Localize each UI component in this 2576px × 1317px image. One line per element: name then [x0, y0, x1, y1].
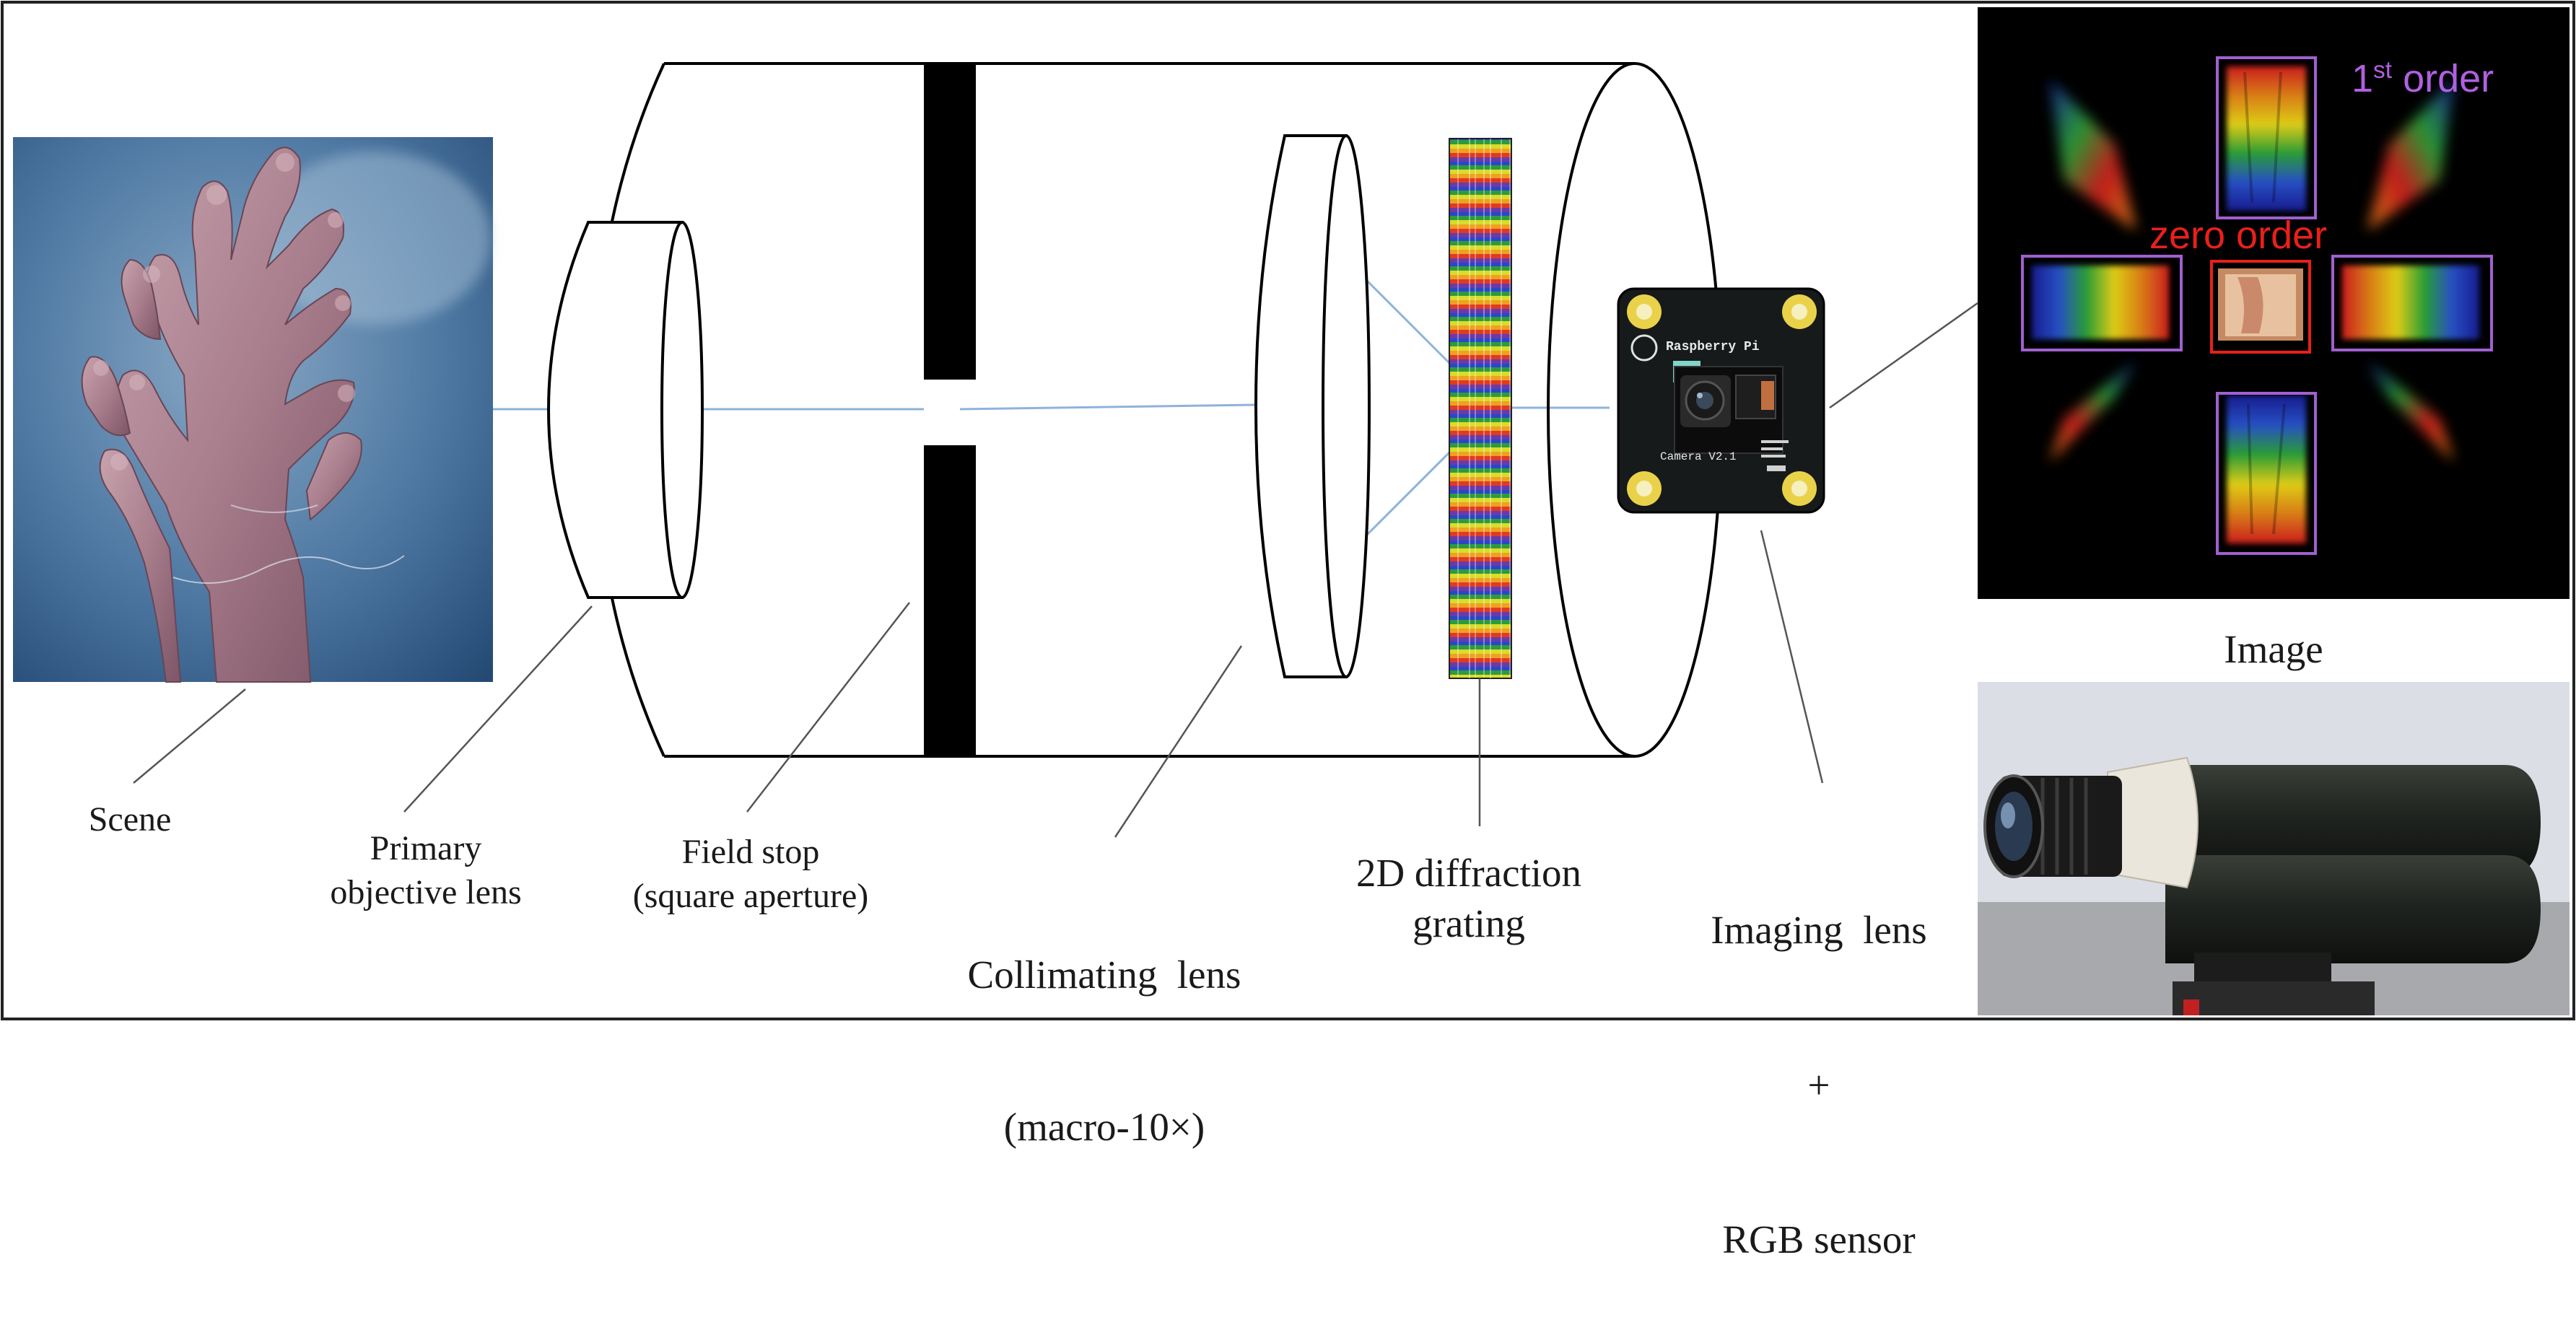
field-stop-upper-bar: [924, 64, 976, 380]
field-stop-lower-bar: [924, 445, 976, 756]
label-primary-line2: objective lens: [330, 873, 522, 912]
label-zero-order: zero order: [2149, 214, 2328, 257]
label-first-order: 1st order: [2352, 56, 2494, 101]
first-order-box-top: [2216, 56, 2317, 219]
first-order-box-left: [2021, 255, 2183, 351]
camera-model: Camera V2.1: [1660, 450, 1737, 463]
label-field-stop: Field stop (square aperture): [595, 830, 906, 919]
label-scene: Scene: [88, 800, 172, 839]
label-image: Image: [2224, 627, 2323, 671]
collimating-lens: [1254, 134, 1371, 678]
zero-order-box: [2210, 260, 2311, 354]
label-grating-line1: 2D diffraction: [1355, 851, 1582, 895]
primary-objective-lens: [546, 221, 704, 599]
label-first-order-sup: st: [2373, 57, 2393, 84]
label-primary-line1: Primary: [370, 829, 482, 867]
label-first-order-word: order: [2392, 57, 2494, 100]
label-diffraction-grating: 2D diffraction grating: [1314, 848, 1624, 950]
first-order-box-right: [2331, 255, 2493, 351]
leader-lines: [133, 302, 1978, 838]
diffraction-grating: [1449, 138, 1512, 679]
label-imaging-line1: Imaging lens: [1711, 908, 1927, 952]
camera-brand: Raspberry Pi: [1666, 340, 1760, 354]
label-imaging-line3: RGB sensor: [1722, 1217, 1916, 1261]
label-imaging-lens-rgb-sensor: Imaging lens + RGB sensor: [1664, 801, 1974, 1317]
label-field-stop-line1: Field stop: [681, 833, 820, 871]
optical-rays: [493, 276, 1610, 539]
diffraction-image-panel: [1978, 7, 2570, 599]
label-primary-objective-lens: Primary objective lens: [274, 826, 577, 915]
first-order-box-bottom: [2216, 392, 2317, 555]
label-grating-line2: grating: [1413, 901, 1525, 946]
scene-photo: [13, 137, 493, 683]
label-collimating-lens: Collimating lens (macro-10×): [931, 848, 1278, 1204]
label-collimating-line1: Collimating lens: [967, 952, 1241, 997]
label-first-order-num: 1: [2352, 57, 2374, 100]
label-field-stop-line2: (square aperture): [632, 877, 869, 916]
label-collimating-line2: (macro-10×): [1003, 1104, 1205, 1149]
rgb-sensor-camera-board: Raspberry Pi Camera V2.1: [1617, 287, 1825, 514]
spectral-imager-diagram: Raspberry Pi Camera V2.1: [1, 1, 2575, 1020]
label-imaging-line2: +: [1807, 1062, 1830, 1107]
device-photo: [1978, 682, 2570, 1015]
